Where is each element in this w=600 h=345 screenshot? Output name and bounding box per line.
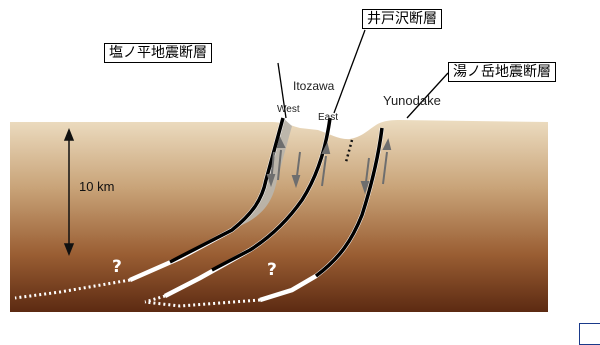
place-label-itozawa: Itozawa: [293, 79, 335, 93]
corner-frame: [579, 323, 600, 345]
minor-fault-dotted: [344, 139, 354, 163]
depth-scale-label: 10 km: [79, 179, 115, 194]
callout-shionohira-fault: 塩ノ平地震断層: [104, 43, 212, 63]
unknown-extent-mark-west: ?: [112, 257, 122, 277]
callout-yunodake-fault: 湯ノ岳地震断層: [448, 62, 556, 82]
fault-itozawa: [144, 117, 333, 304]
fault-shionohira: [14, 117, 286, 300]
place-label-east: East: [318, 112, 339, 123]
fault-yunodake: [144, 127, 385, 308]
unknown-extent-mark-east: ?: [267, 260, 277, 280]
ground-section: [10, 120, 548, 312]
place-label-yunodake: Yunodake: [383, 93, 441, 108]
place-label-west: West: [277, 104, 300, 115]
depth-scale-bar: [63, 127, 75, 257]
fault-cross-section: [10, 29, 548, 312]
callout-leaders: [277, 29, 449, 119]
slip-arrows: [266, 136, 392, 195]
callout-itozawa-fault: 井戸沢断層: [362, 9, 442, 29]
